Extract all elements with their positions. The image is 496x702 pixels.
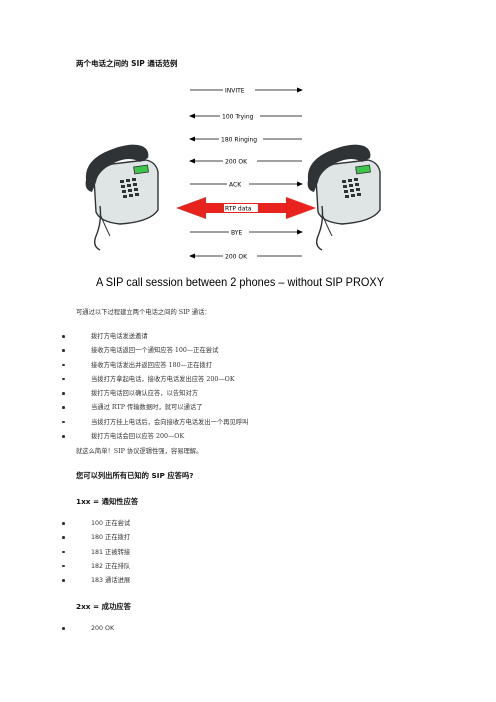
left-phone-icon: [85, 144, 159, 251]
bullet-icon: [62, 579, 65, 582]
bullet-icon: [62, 406, 65, 410]
bullet-icon: [62, 335, 65, 338]
msg-180-ringing: 180 Ringing: [221, 137, 257, 144]
bullet-icon: [62, 392, 65, 395]
msg-rtp-data: RTP data: [225, 206, 252, 213]
sip-call-diagram: INVITE 100 Trying 180 Ringing 200 OK ACK…: [85, 85, 384, 289]
msg-bye: BYE: [231, 230, 242, 237]
diagram-caption: A SIP call session between 2 phones – wi…: [96, 276, 384, 289]
section-heading-2xx: 2xx = 成功应答: [76, 602, 131, 611]
right-phone-icon: [307, 144, 381, 251]
intro-text: 可通过以下过程建立两个电话之间的 SIP 通话：: [76, 309, 211, 316]
bullet-icon: [62, 627, 65, 630]
msg-200-ok-2: 200 OK: [225, 254, 248, 261]
bullet-icon: [62, 550, 65, 554]
bullet-icon: [62, 564, 65, 568]
msg-100-trying: 100 Trying: [222, 114, 254, 121]
section-heading-1xx: 1xx = 通知性应答: [76, 497, 139, 506]
bullet-icon: [62, 420, 65, 424]
bullet-icon: [62, 363, 65, 367]
outro-text: 就这么简单！SIP 协议逻辑性强，容易理解。: [76, 448, 203, 455]
bullet-icon: [62, 435, 65, 438]
msg-200-ok-1: 200 OK: [225, 159, 248, 166]
question-heading: 您可以列出所有已知的 SIP 应答吗?: [76, 471, 194, 480]
msg-invite: INVITE: [225, 88, 245, 95]
doc-title: 两个电话之间的 SIP 通话范例: [76, 59, 178, 68]
bullet-icon: [62, 522, 65, 525]
bullet-icon: [62, 536, 65, 539]
message-arrows: INVITE 100 Trying 180 Ringing 200 OK ACK…: [176, 85, 316, 261]
msg-ack: ACK: [229, 182, 242, 189]
bullet-icon: [62, 377, 65, 381]
bullet-icon: [62, 349, 65, 352]
